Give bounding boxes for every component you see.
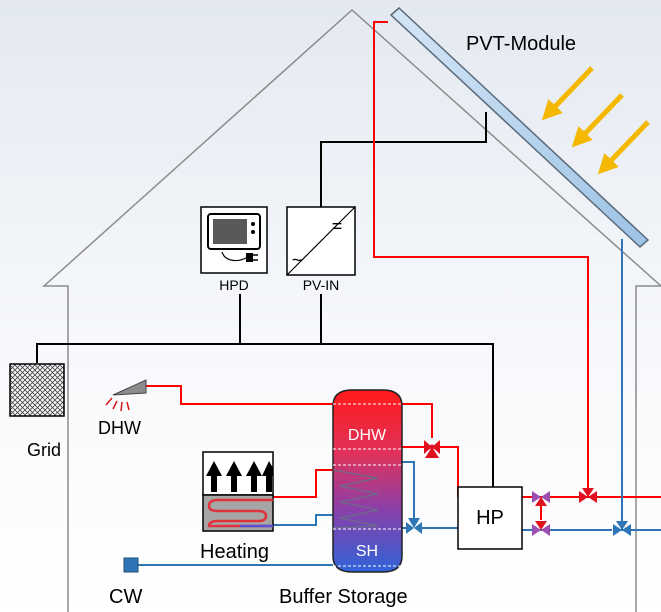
pvt-module-label: PVT-Module: [466, 33, 576, 55]
heat-pump-label: HP: [476, 507, 504, 529]
buffer-storage-label: Buffer Storage: [279, 586, 408, 608]
storage-sh-label: SH: [356, 543, 378, 560]
valve-pvt-cold: [613, 521, 631, 536]
valve-dhw-mixing: [424, 440, 440, 458]
storage-dhw-label: DHW: [348, 427, 387, 444]
pvt-module-panel: [389, 6, 650, 249]
grid-label: Grid: [27, 440, 61, 460]
grid-icon: [9, 363, 65, 417]
sun-arrows: [541, 66, 650, 175]
valve-bypass-lower: [532, 521, 550, 536]
buffer-storage-tank: [332, 389, 403, 573]
heat-pump-box: [457, 486, 523, 550]
storage-coil: [332, 469, 379, 529]
heating-radiator: [202, 451, 274, 532]
pv-inverter-label: PV-IN: [303, 277, 340, 293]
valve-bypass-upper: [532, 491, 550, 506]
sun-arrow: [541, 66, 594, 121]
inverter-ac-symbol: ~: [292, 250, 303, 270]
cold-water-label: CW: [109, 586, 142, 608]
inverter-dc-symbol: =: [332, 216, 343, 236]
valve-storage-return: [406, 518, 422, 534]
tv-icon: [207, 213, 261, 262]
shower-icon: [105, 379, 147, 412]
cold-water-inlet-icon: [123, 557, 139, 573]
valve-pvt-hot: [579, 488, 597, 503]
sun-arrow: [571, 93, 624, 148]
hpd-label: HPD: [219, 277, 249, 293]
dhw-outlet-label: DHW: [98, 418, 141, 438]
electric-lines: [36, 112, 494, 497]
sun-arrow: [597, 120, 650, 175]
house-outline: [42, 8, 661, 612]
heating-label: Heating: [200, 541, 269, 563]
